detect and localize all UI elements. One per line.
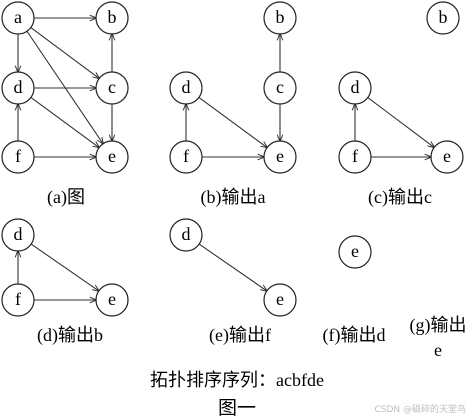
node-circle xyxy=(263,71,297,105)
node-a-c: c xyxy=(95,71,129,105)
node-circle xyxy=(263,1,297,35)
node-circle xyxy=(430,140,464,174)
caption-panel-d: (d)输出b xyxy=(37,325,103,346)
node-circle xyxy=(95,140,129,174)
node-label: a xyxy=(14,7,22,27)
edge-e-d-e xyxy=(198,243,267,291)
node-b-d: d xyxy=(169,71,203,105)
node-b-f: f xyxy=(169,140,203,174)
edge-b-d-e xyxy=(198,97,267,147)
node-d-f: f xyxy=(1,283,35,317)
node-e-e: e xyxy=(263,283,297,317)
node-label: e xyxy=(351,241,359,261)
edges-layer xyxy=(18,18,434,300)
node-b-e: e xyxy=(263,140,297,174)
node-f-e: e xyxy=(338,235,372,269)
node-circle xyxy=(95,71,129,105)
node-label: e xyxy=(443,146,451,166)
node-circle xyxy=(169,71,203,105)
node-label: f xyxy=(15,146,21,166)
node-label: f xyxy=(15,289,21,309)
node-label: c xyxy=(276,77,284,97)
topological-sequence: 拓扑排序序列：acbfde xyxy=(150,370,324,390)
node-circle xyxy=(1,283,35,317)
node-circle xyxy=(338,235,372,269)
node-d-d: d xyxy=(1,218,35,252)
node-c-e: e xyxy=(430,140,464,174)
node-label: b xyxy=(439,7,448,27)
caption-panel-e: (e)输出f xyxy=(209,325,271,346)
node-circle xyxy=(95,283,129,317)
node-a-b: b xyxy=(95,1,129,35)
node-circle xyxy=(169,218,203,252)
node-label: e xyxy=(108,146,116,166)
node-label: d xyxy=(14,77,23,97)
caption-panel-c: (c)输出c xyxy=(368,187,432,208)
node-circle xyxy=(169,140,203,174)
edge-c-d-e xyxy=(367,97,434,148)
node-circle xyxy=(1,1,35,35)
node-e-d: d xyxy=(169,218,203,252)
node-circle xyxy=(338,140,372,174)
node-circle xyxy=(263,283,297,317)
node-c-f: f xyxy=(338,140,372,174)
nodes-layer: a b c d e f b c d e f b d e f d e f d e e xyxy=(1,1,464,317)
node-circle xyxy=(338,71,372,105)
node-label: e xyxy=(276,289,284,309)
edge-d-d-e xyxy=(30,243,99,291)
figure-title: 图一 xyxy=(217,398,256,419)
node-c-b: b xyxy=(426,1,460,35)
node-circle xyxy=(1,140,35,174)
node-label: f xyxy=(352,146,358,166)
node-d-e: e xyxy=(95,283,129,317)
node-a-a: a xyxy=(1,1,35,35)
node-label: e xyxy=(276,146,284,166)
node-a-e: e xyxy=(95,140,129,174)
node-a-f: f xyxy=(1,140,35,174)
node-label: e xyxy=(108,289,116,309)
node-label: b xyxy=(108,7,117,27)
caption-panel-f: (f)输出d xyxy=(323,325,386,346)
node-label: d xyxy=(182,77,191,97)
caption-panel-a: (a)图 xyxy=(47,187,85,208)
caption-panel-g-line-1: e xyxy=(434,340,442,360)
node-circle xyxy=(1,218,35,252)
node-circle xyxy=(263,140,297,174)
edge-a-a-c xyxy=(30,27,99,79)
caption-panel-b: (b)输出a xyxy=(201,187,266,208)
node-b-b: b xyxy=(263,1,297,35)
node-label: d xyxy=(14,224,23,244)
node-label: c xyxy=(108,77,116,97)
node-circle xyxy=(426,1,460,35)
node-label: f xyxy=(183,146,189,166)
caption-panel-g-line-0: (g)输出 xyxy=(410,315,467,336)
node-c-d: d xyxy=(338,71,372,105)
edge-a-d-e xyxy=(30,97,99,147)
node-circle xyxy=(95,1,129,35)
node-circle xyxy=(1,71,35,105)
node-label: d xyxy=(351,77,360,97)
node-label: d xyxy=(182,224,191,244)
node-b-c: c xyxy=(263,71,297,105)
node-label: b xyxy=(276,7,285,27)
watermark: CSDN @磁碎的天堂鸟 xyxy=(374,405,466,415)
captions-layer: (a)图 (b)输出a (c)输出c (d)输出b (e)输出f (f)输出d (g)输出 e xyxy=(37,187,467,360)
node-a-d: d xyxy=(1,71,35,105)
